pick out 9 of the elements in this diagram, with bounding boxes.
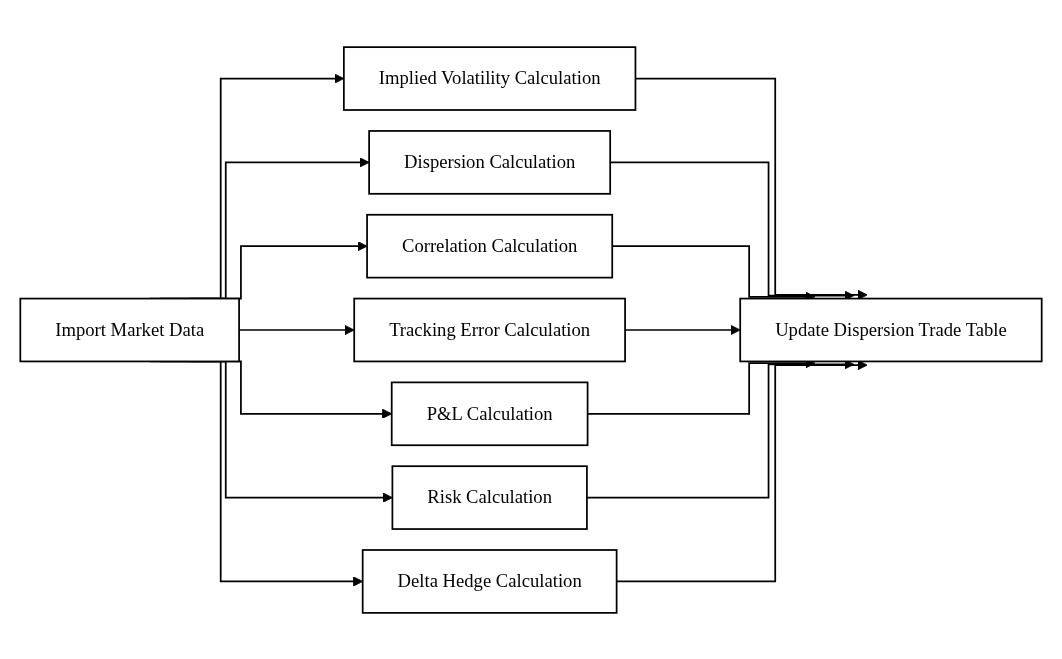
node-box: Tracking Error Calculation [353,297,626,362]
node-box: Dispersion Calculation [368,129,612,195]
node-box: Implied Volatility Calculation [343,45,637,111]
node-box: Delta Hedge Calculation [361,548,618,614]
node-box: Risk Calculation [391,464,588,530]
node-box: Import Market Data [19,297,240,362]
node-box: P&L Calculation [390,381,589,446]
node-box: Update Dispersion Trade Table [739,297,1043,362]
node-box: Correlation Calculation [366,213,614,278]
